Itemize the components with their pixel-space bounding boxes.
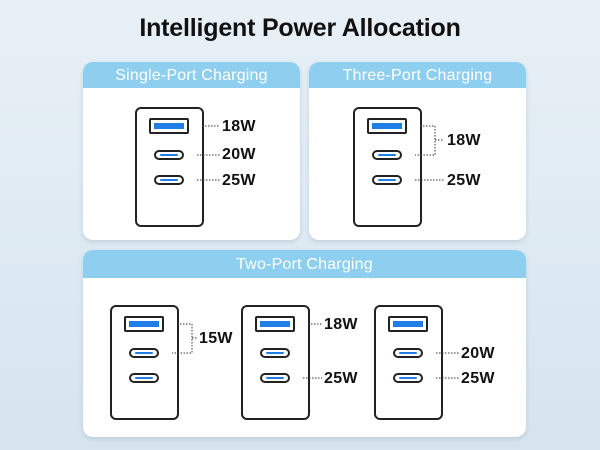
- usb-a-port-icon: [367, 118, 407, 134]
- usb-c-port-icon: [154, 150, 184, 160]
- usb-a-port-icon: [255, 316, 295, 332]
- usb-c-port-icon: [393, 348, 423, 358]
- three-port-header: Three-Port Charging: [309, 62, 526, 88]
- usb-c-port-icon: [372, 175, 402, 185]
- charger: [110, 305, 179, 420]
- charger: [374, 305, 443, 420]
- power-label: 25W: [324, 370, 358, 387]
- charger: [353, 107, 422, 227]
- power-label: 25W: [222, 172, 256, 189]
- usb-c-port-icon: [260, 373, 290, 383]
- power-label: 25W: [461, 370, 495, 387]
- power-label: 25W: [447, 172, 481, 189]
- two-port-panel: Two-Port Charging 15W 18W 25W 20W 25W: [83, 250, 526, 437]
- page-title: Intelligent Power Allocation: [139, 14, 461, 42]
- connector-lines: [172, 323, 459, 379]
- power-label: 15W: [199, 330, 233, 347]
- usb-a-port-icon: [124, 316, 164, 332]
- usb-c-port-icon: [129, 348, 159, 358]
- usb-c-port-icon: [260, 348, 290, 358]
- connector-lines: [415, 125, 444, 181]
- three-port-panel: Three-Port Charging 18W 25W: [309, 62, 526, 240]
- power-label: 18W: [222, 118, 256, 135]
- usb-c-port-icon: [372, 150, 402, 160]
- charger: [135, 107, 204, 227]
- single-port-panel: Single-Port Charging 18W 20W 25W: [83, 62, 300, 240]
- usb-c-port-icon: [393, 373, 423, 383]
- charger: [241, 305, 310, 420]
- two-port-header: Two-Port Charging: [83, 250, 526, 278]
- usb-c-port-icon: [154, 175, 184, 185]
- power-label: 20W: [222, 146, 256, 163]
- power-label: 18W: [324, 316, 358, 333]
- power-label: 18W: [447, 132, 481, 149]
- connector-lines: [197, 125, 220, 181]
- usb-a-port-icon: [388, 316, 428, 332]
- single-port-header: Single-Port Charging: [83, 62, 300, 88]
- power-label: 20W: [461, 345, 495, 362]
- usb-c-port-icon: [129, 373, 159, 383]
- usb-a-port-icon: [149, 118, 189, 134]
